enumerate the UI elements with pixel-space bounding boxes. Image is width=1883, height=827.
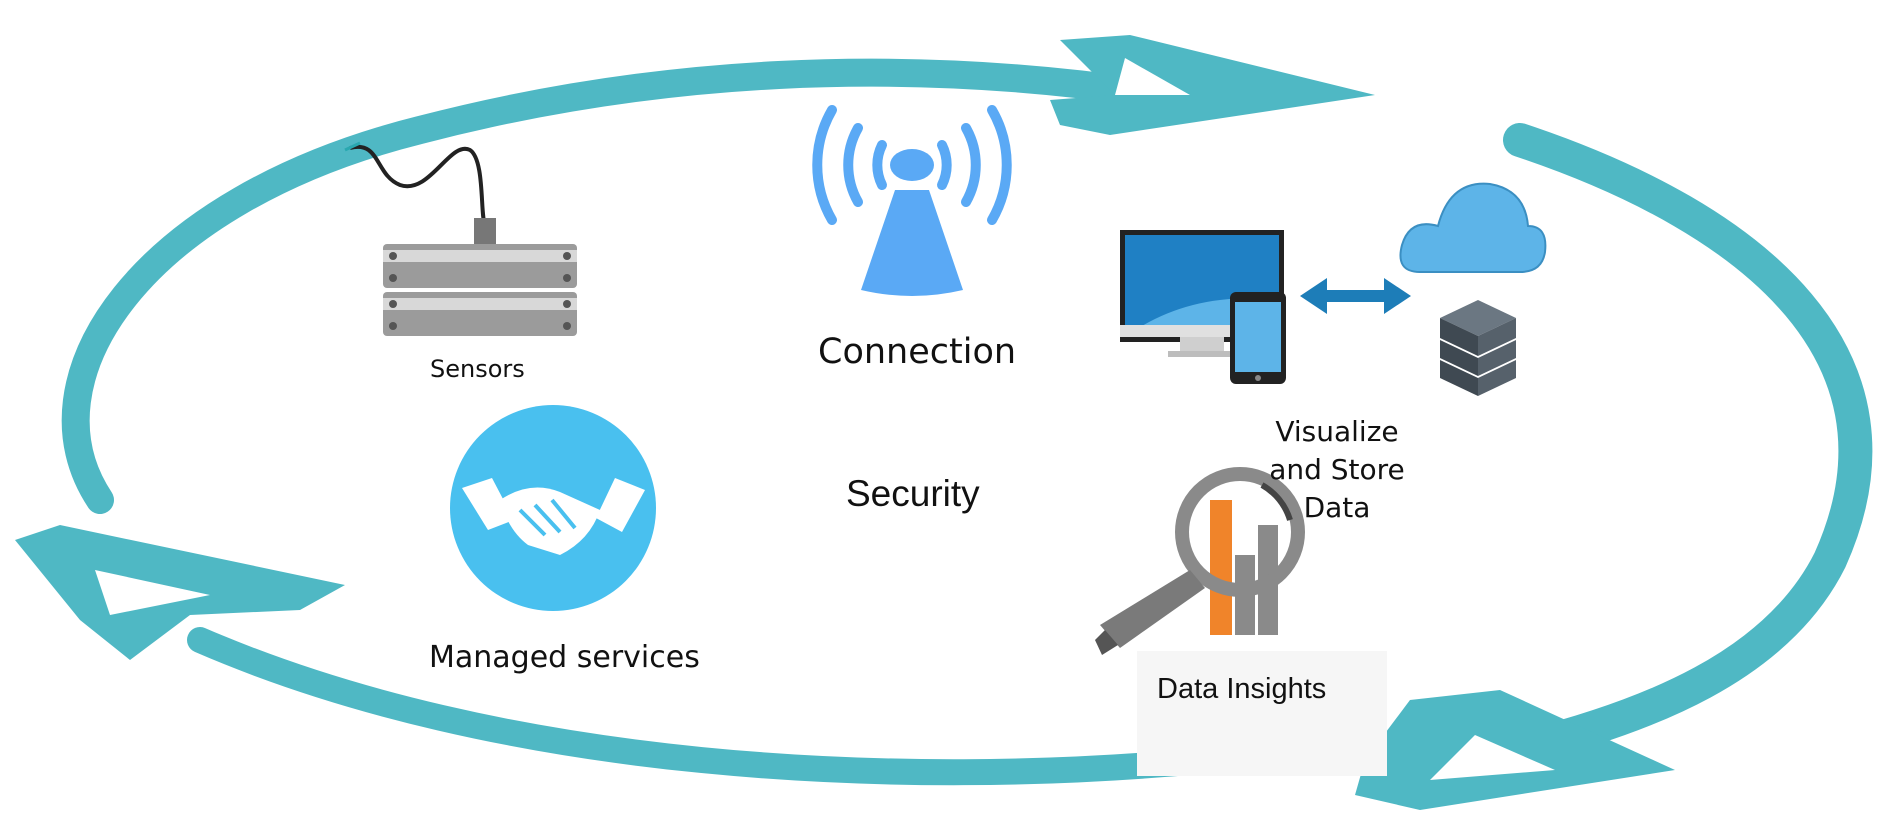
security-label: Security [846, 473, 980, 514]
arrow-head-left-hole [95, 570, 210, 615]
cycle-arrow-bottom [187, 627, 1223, 786]
connection-label: Connection [818, 332, 1017, 372]
handshake-icon [450, 405, 656, 611]
data-insights-label: Data Insights [1157, 673, 1327, 705]
arrow-head-right-hole [1430, 735, 1555, 780]
cloud-icon [1399, 182, 1547, 273]
sensors-label: Sensors [430, 355, 525, 383]
arrow-head-right [1355, 690, 1675, 810]
cycle-arrow-right [1453, 123, 1873, 777]
managed-services-label: Managed services [429, 640, 700, 675]
monitor-icon [1120, 230, 1284, 357]
phone-icon [1230, 292, 1286, 384]
data-insights-box [1137, 651, 1387, 776]
sensor-icon [344, 141, 577, 336]
arrow-head-top-hole [1115, 58, 1190, 95]
double-arrow-icon [1300, 278, 1411, 314]
magnifier-chart-icon [1095, 467, 1305, 655]
server-stack-icon [1440, 300, 1516, 396]
arrow-head-top [1050, 35, 1375, 135]
visualize-store-label: Visualize and Store Data [1269, 415, 1405, 524]
cycle-arrow-top [61, 58, 1174, 514]
cycle-arrows [15, 35, 1873, 810]
wifi-signal-icon [812, 105, 1012, 296]
